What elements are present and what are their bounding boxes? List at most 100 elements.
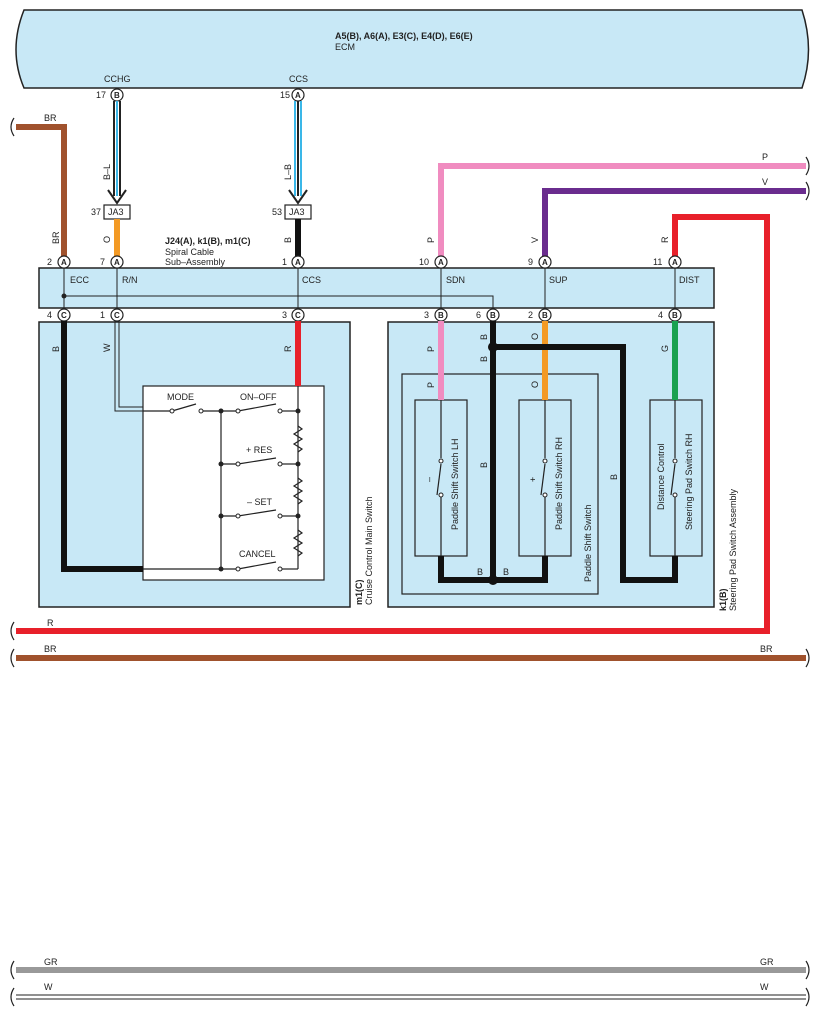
distance-control-box: [649, 399, 703, 557]
switch-mode-label: MODE: [167, 392, 194, 402]
pad-ground-node-top: [488, 342, 498, 352]
switch-set-label: – SET: [247, 497, 273, 507]
wire-violet-sup: [542, 188, 806, 256]
spiral-top-pin-11a-conn: A: [672, 258, 678, 267]
ecm-connectors: A5(B), A6(A), E3(C), E4(D), E6(E): [335, 31, 473, 41]
harness-break-br: [10, 117, 15, 137]
spiral-bottom-pin-6b: 6 B: [476, 308, 500, 322]
wire-cruise-w-outline1: [114, 321, 143, 412]
wire-red-dist: [16, 214, 770, 634]
cruise-switch-junctions: [218, 408, 301, 572]
spiral-bottom-pin-3b: 3 B: [424, 308, 448, 322]
ecm-pin17-conn: B: [114, 91, 120, 100]
wire-pad-b-label1: B: [479, 334, 489, 340]
spiral-bottom-pin-4b-num: 4: [658, 310, 663, 320]
wire-gr-label-right: GR: [760, 957, 774, 967]
pad-assembly-id: k1(B): [718, 588, 728, 611]
spiral-top-pin-7a-num: 7: [100, 257, 105, 267]
wire-pad-b-label2: B: [479, 356, 489, 362]
ecm-pin17-num: 17: [96, 90, 106, 100]
spiral-bottom-pin-2b-conn: B: [542, 311, 548, 320]
wire-l-b-label: L–B: [283, 164, 293, 180]
wire-b-l: [107, 101, 127, 205]
harness-break-w-left: [10, 987, 15, 1007]
wire-pad-b-label4: B: [609, 474, 619, 480]
ja3-right-label: JA3: [289, 207, 305, 217]
ecm-pin15-num: 15: [280, 90, 290, 100]
spiral-bottom-pin-4c-conn: C: [61, 311, 67, 320]
ja3-right-num: 53: [272, 207, 282, 217]
pad-switch-contacts: [438, 458, 678, 498]
wire-cruise-b-label: B: [51, 346, 61, 352]
wire-l-b: [288, 101, 308, 205]
spiral-top-pin-7a: 7 A: [100, 255, 124, 269]
spiral-top-pin-2a: 2 A: [47, 255, 71, 269]
harness-break-w-right: [805, 987, 810, 1007]
switch-cancel-label: CANCEL: [239, 549, 276, 559]
spiral-top-pin-1a: 1 A: [282, 255, 305, 269]
cruise-switch-panel: [142, 385, 325, 581]
wire-br-vert-label: BR: [51, 231, 61, 244]
wire-o-label: O: [102, 236, 112, 243]
spiral-top-pin-11a-num: 11: [653, 257, 662, 267]
wire-v-label-vert: V: [530, 237, 540, 243]
ja3-left-num: 37: [91, 207, 101, 217]
wire-r-label-bottom: R: [47, 618, 54, 628]
ja3-left-label: JA3: [108, 207, 124, 217]
paddle-group-label: Paddle Shift Switch: [583, 504, 593, 582]
spiral-bottom-pin-4c: 4 C: [47, 308, 71, 322]
spiral-top-pin-7a-conn: A: [114, 258, 120, 267]
harness-break-r: [10, 621, 15, 641]
wire-cruise-w-label: W: [102, 343, 112, 352]
spiral-top-pin-11a: 11 A: [653, 255, 682, 269]
wire-pad-p-label1: P: [426, 346, 436, 352]
spiral-bottom-pin-1c: 1 C: [100, 308, 124, 322]
spiral-label-sdn: SDN: [446, 275, 465, 285]
spiral-bottom-pin-1c-conn: C: [114, 311, 120, 320]
spiral-top-pin-9a-num: 9: [528, 257, 533, 267]
spiral-bottom-pin-4c-num: 4: [47, 310, 52, 320]
spiral-bottom-pin-3b-conn: B: [438, 311, 444, 320]
wire-w-label-left: W: [44, 982, 53, 992]
wire-pad-o-label1: O: [530, 333, 540, 340]
distance-switch: [670, 400, 676, 556]
wire-b-l-label: B–L: [102, 164, 112, 180]
harness-break-br-bottom-left: [10, 648, 15, 668]
spiral-bottom-pin-2b-num: 2: [528, 310, 533, 320]
wire-gr-label-left: GR: [44, 957, 58, 967]
spiral-top-pin-9a: 9 A: [528, 255, 552, 269]
spiral-label-ecc: ECC: [70, 275, 90, 285]
cruise-switch-id: m1(C): [354, 579, 364, 605]
paddle-lh-sign: –: [424, 477, 434, 482]
paddle-rh-sign: +: [528, 477, 538, 482]
wire-p-label-vert: P: [426, 237, 436, 243]
spiral-top-pin-9a-conn: A: [542, 258, 548, 267]
wire-cruise-r-label: R: [283, 345, 293, 352]
spiral-bottom-pin-6b-num: 6: [476, 310, 481, 320]
paddle-lh-name: Paddle Shift Switch LH: [450, 438, 460, 530]
harness-break-br-bottom-right: [805, 648, 810, 668]
spiral-label-sup: SUP: [549, 275, 568, 285]
wire-v-label-top: V: [762, 177, 768, 187]
wire-b-label: B: [283, 237, 293, 243]
ecm-block: [15, 9, 810, 89]
wire-cruise-b: [61, 321, 143, 572]
spiral-bottom-pin-3c: 3 C: [282, 308, 305, 322]
wire-pink-sdn: [438, 163, 806, 256]
spiral-bottom-pin-6b-conn: B: [490, 311, 496, 320]
harness-break-gr-left: [10, 960, 15, 980]
cruise-switch-name: Cruise Control Main Switch: [364, 496, 374, 605]
harness-break-p: [805, 156, 810, 176]
cruise-switch-contacts: [169, 408, 283, 572]
pad-ground-node-bottom: [488, 575, 498, 585]
wire-pad-b-label3: B: [479, 462, 489, 468]
wire-br-bottom-label-right: BR: [760, 644, 773, 654]
wire-br-ecc: [16, 124, 67, 256]
paddle-rh-switch: [540, 400, 546, 556]
wire-br-bottom-label-left: BR: [44, 644, 57, 654]
spiral-route-ground: [64, 295, 494, 314]
wire-pad-g-label: G: [660, 345, 670, 352]
paddle-rh-name: Paddle Shift Switch RH: [554, 437, 564, 530]
spiral-top-pin-2a-num: 2: [47, 257, 52, 267]
